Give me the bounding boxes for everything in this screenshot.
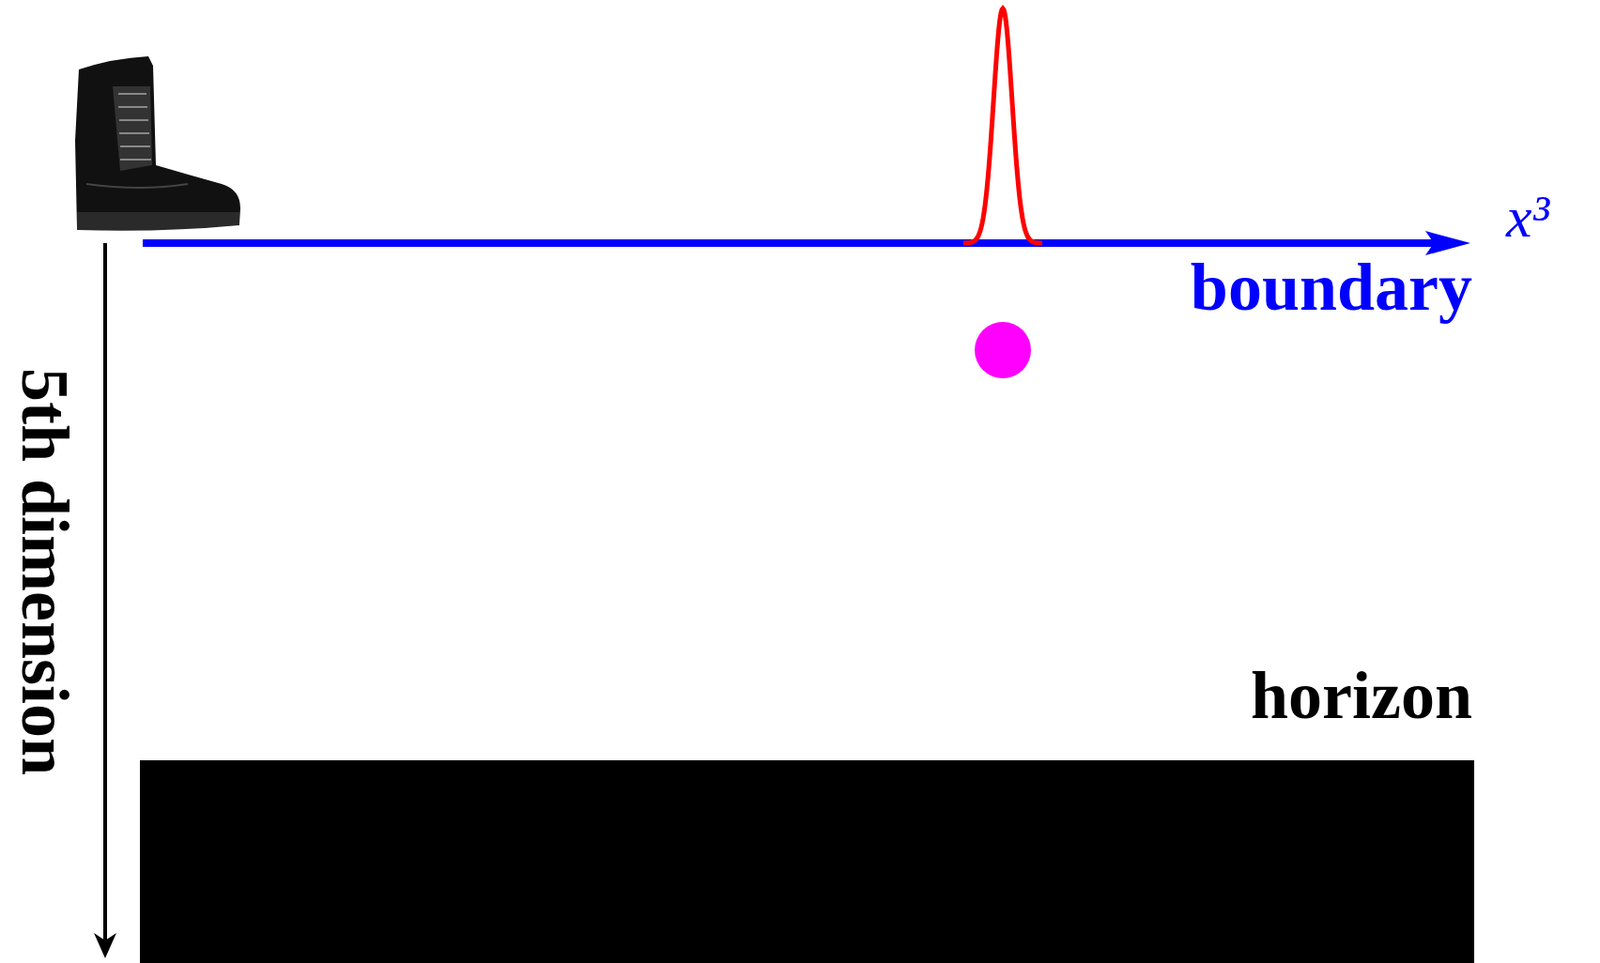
boundary-label: boundary — [1190, 253, 1473, 322]
dimension-label: 5th dimension — [11, 368, 79, 776]
axis-label: x³ — [1506, 187, 1550, 247]
boot-icon — [75, 56, 241, 231]
horizon-label: horizon — [1250, 661, 1473, 730]
bulk-particle — [974, 322, 1031, 379]
dimension-arrowhead — [93, 933, 117, 959]
dimension-axis — [103, 243, 108, 943]
boundary-axis — [142, 239, 1435, 247]
horizon-region — [139, 760, 1475, 963]
wave-packet — [963, 8, 1043, 244]
axis-arrowhead — [1425, 230, 1471, 256]
